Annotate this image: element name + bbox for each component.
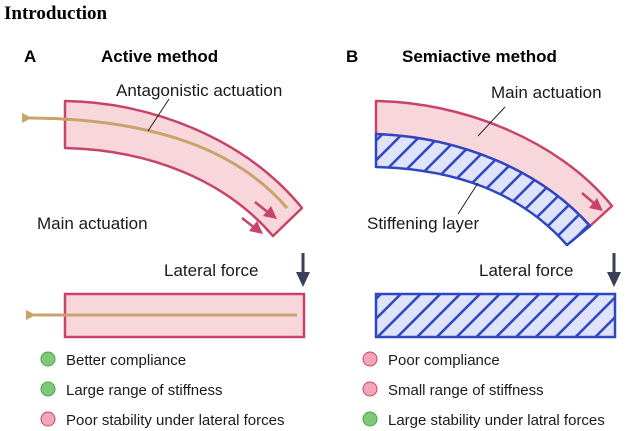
panel-b-label-layer: Stiffening layer	[367, 214, 479, 233]
panel-a-title: Active method	[101, 47, 218, 66]
panel-a-leader-antagonistic	[147, 98, 170, 132]
legend-item: Poor compliance	[388, 352, 500, 369]
legend-item: Large range of stiffness	[66, 382, 223, 399]
panel-a-main-actuation-arrows	[241, 201, 277, 234]
legend-dot	[362, 411, 378, 427]
panel-a: A Active method Antagonistic actuation M…	[21, 47, 310, 429]
legend-dot	[40, 381, 56, 397]
panel-b-leader-main	[477, 106, 506, 137]
panel-a-lateral-force-arrow	[296, 253, 310, 287]
panel-a-label-main: Main actuation	[37, 214, 148, 233]
panel-b-letter: B	[346, 47, 358, 66]
legend-dot	[40, 411, 56, 427]
panel-b-legend: Poor compliance Small range of stiffness…	[362, 351, 605, 429]
legend-dot	[362, 381, 378, 397]
legend-dot	[40, 351, 56, 367]
legend-item: Poor stability under lateral forces	[66, 412, 284, 429]
legend-item: Large stability under latral forces	[388, 412, 605, 429]
panel-a-letter: A	[24, 47, 36, 66]
panel-b-stiffening-layer	[374, 132, 592, 247]
panel-a-label-antagonistic: Antagonistic actuation	[116, 81, 282, 100]
page-heading: Introduction	[4, 3, 108, 24]
panel-b-title: Semiactive method	[402, 47, 557, 66]
panel-b-label-lateral: Lateral force	[479, 261, 574, 280]
legend-dot	[362, 351, 378, 367]
panel-a-antagonistic-tendon	[21, 112, 289, 209]
legend-item: Small range of stiffness	[388, 382, 544, 399]
panel-a-label-lateral: Lateral force	[164, 261, 259, 280]
panel-b-main-actuation-arrow	[581, 192, 603, 211]
panel-b-leader-layer	[457, 182, 479, 215]
panel-a-legend: Better compliance Large range of stiffne…	[40, 351, 284, 429]
panel-b-label-main: Main actuation	[491, 83, 602, 102]
panel-b-straight-actuator	[374, 292, 617, 339]
panel-a-actuator-body	[63, 99, 304, 238]
panel-b: B Semiactive method Main actuation Stiff…	[346, 47, 621, 429]
legend-item: Better compliance	[66, 352, 186, 369]
panel-b-lateral-force-arrow	[607, 253, 621, 287]
